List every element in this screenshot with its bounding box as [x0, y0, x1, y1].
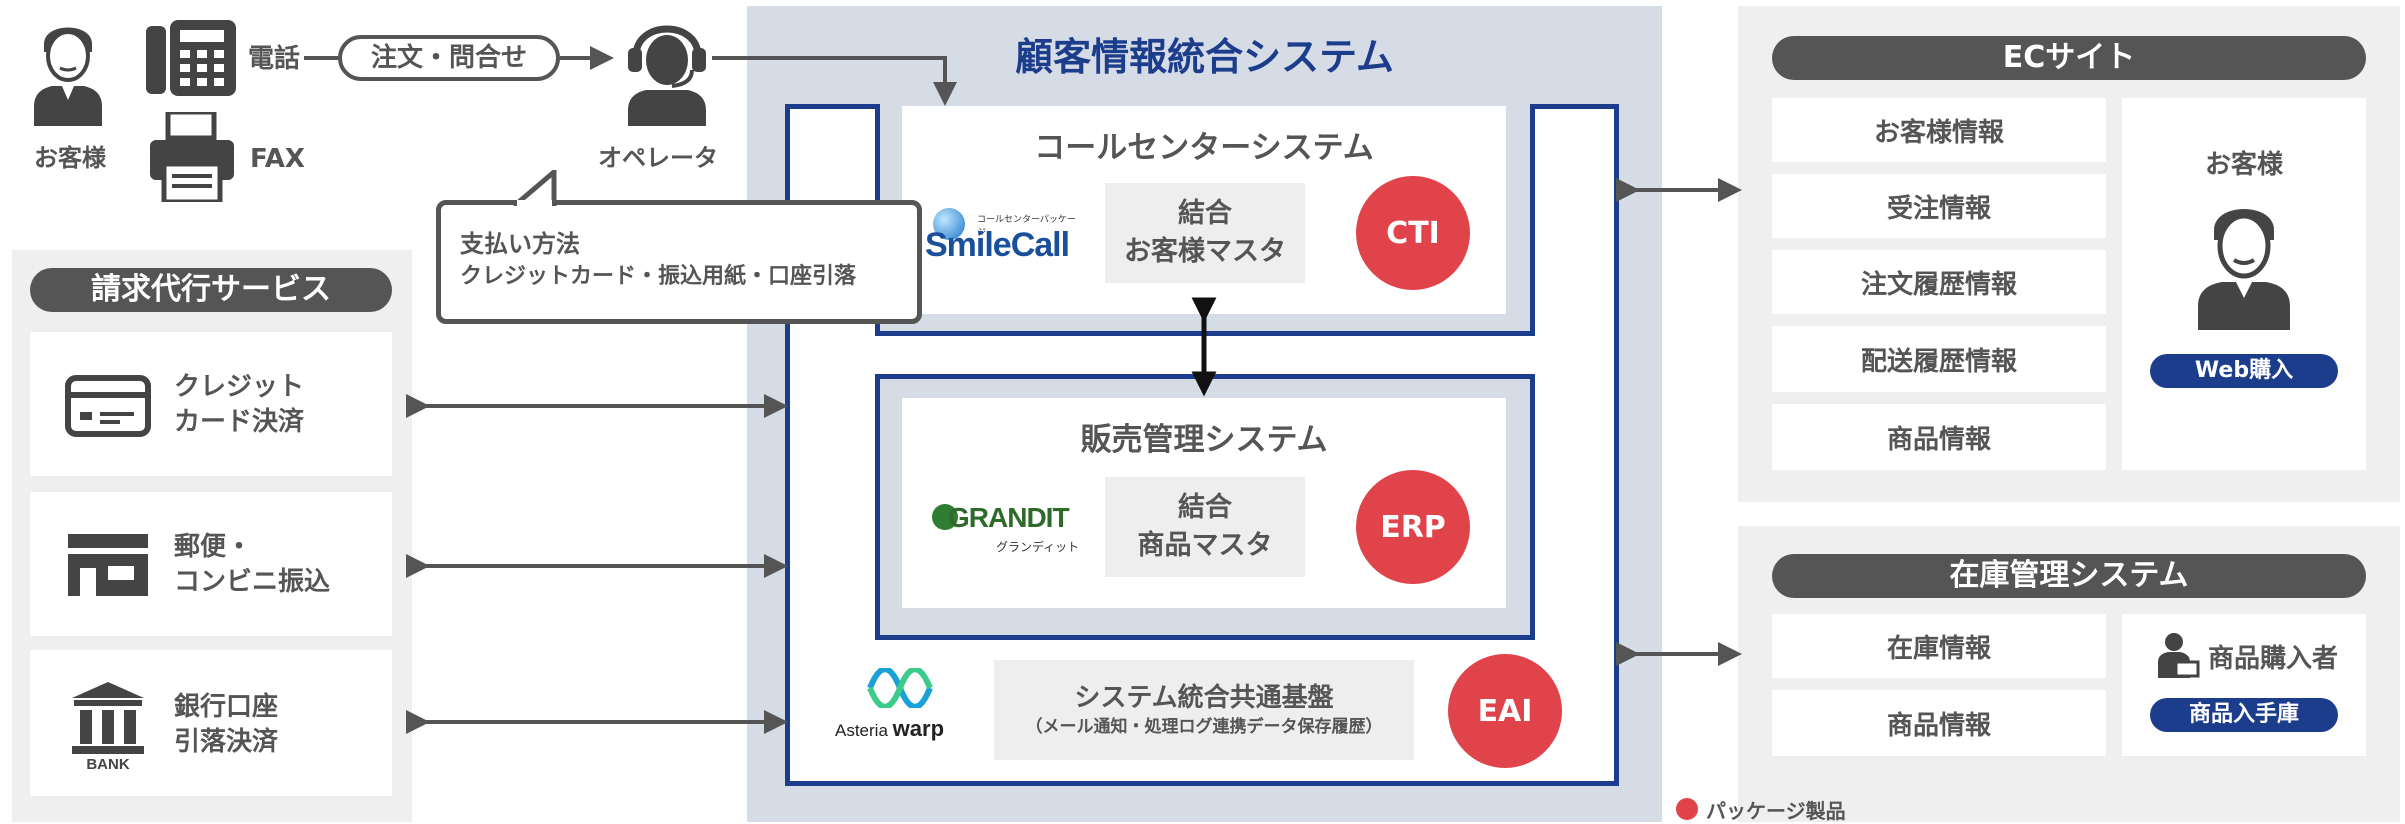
call-center-title: コールセンターシステム	[1034, 130, 1374, 166]
cti-badge: CTI	[1356, 176, 1470, 290]
asteria-warp-logo: Asteria warp	[835, 668, 975, 748]
operator-icon	[620, 14, 714, 128]
eai-badge: EAI	[1448, 654, 1562, 768]
grandit-logo: GRANDIT グランディット	[930, 500, 1080, 560]
customer-label: お客様	[34, 144, 106, 172]
customer-master-box: 結合お客様マスタ	[1105, 183, 1305, 283]
phone-icon	[146, 20, 236, 96]
legend-dot	[1676, 798, 1698, 820]
billing-title: 請求代行サービス	[30, 268, 392, 312]
eai-platform-box: システム統合共通基盤 （メール通知・処理ログ連携データ保存履歴）	[994, 660, 1414, 760]
bank-label: 銀行口座引落決済	[174, 692, 279, 758]
erp-badge: ERP	[1356, 470, 1470, 584]
credit-label: クレジットカード決済	[174, 372, 305, 438]
bubble-line2: クレジットカード・振込用紙・口座引落	[460, 264, 857, 289]
customer-icon	[30, 14, 106, 128]
payment-method-bubble	[436, 200, 922, 324]
ec-item-2: 注文履歴情報	[1772, 250, 2106, 314]
ec-item-3: 配送履歴情報	[1772, 326, 2106, 392]
billing-item-credit	[30, 332, 392, 476]
postal-label: 郵便・コンビニ振込	[174, 532, 331, 598]
buyer-label: 商品購入者	[2208, 644, 2339, 674]
phone-label: 電話	[248, 44, 301, 74]
buyer-pill: 商品入手庫	[2150, 698, 2338, 732]
center-title: 顧客情報統合システム	[1015, 35, 1394, 79]
inventory-item-1: 商品情報	[1772, 690, 2106, 756]
bubble-tail	[510, 170, 570, 206]
fax-icon	[150, 112, 234, 202]
legend-label: パッケージ製品	[1706, 799, 1846, 823]
sales-title: 販売管理システム	[1080, 422, 1328, 458]
buyer-icon	[2156, 632, 2200, 678]
ec-customer-icon	[2194, 194, 2294, 332]
web-purchase-pill: Web購入	[2150, 354, 2338, 388]
ec-item-0: お客様情報	[1772, 98, 2106, 162]
product-master-box: 結合商品マスタ	[1105, 477, 1305, 577]
bubble-line1: 支払い方法	[460, 230, 580, 258]
ec-title: ECサイト	[1772, 36, 2366, 80]
smilecall-logo: コールセンターパッケージ SmileCall	[925, 208, 1080, 270]
fax-label: FAX	[250, 144, 305, 174]
buyer-box	[2122, 614, 2366, 756]
inventory-title: 在庫管理システム	[1772, 554, 2366, 598]
ec-item-1: 受注情報	[1772, 174, 2106, 238]
ec-customer-label: お客様	[2204, 150, 2283, 180]
operator-label: オペレータ	[598, 144, 718, 172]
credit-card-icon	[64, 374, 152, 438]
order-inquiry-pill: 注文・問合せ	[338, 35, 560, 81]
bank-icon: BANK	[70, 680, 146, 774]
store-icon	[68, 534, 148, 596]
ec-item-4: 商品情報	[1772, 404, 2106, 470]
inventory-item-0: 在庫情報	[1772, 614, 2106, 678]
